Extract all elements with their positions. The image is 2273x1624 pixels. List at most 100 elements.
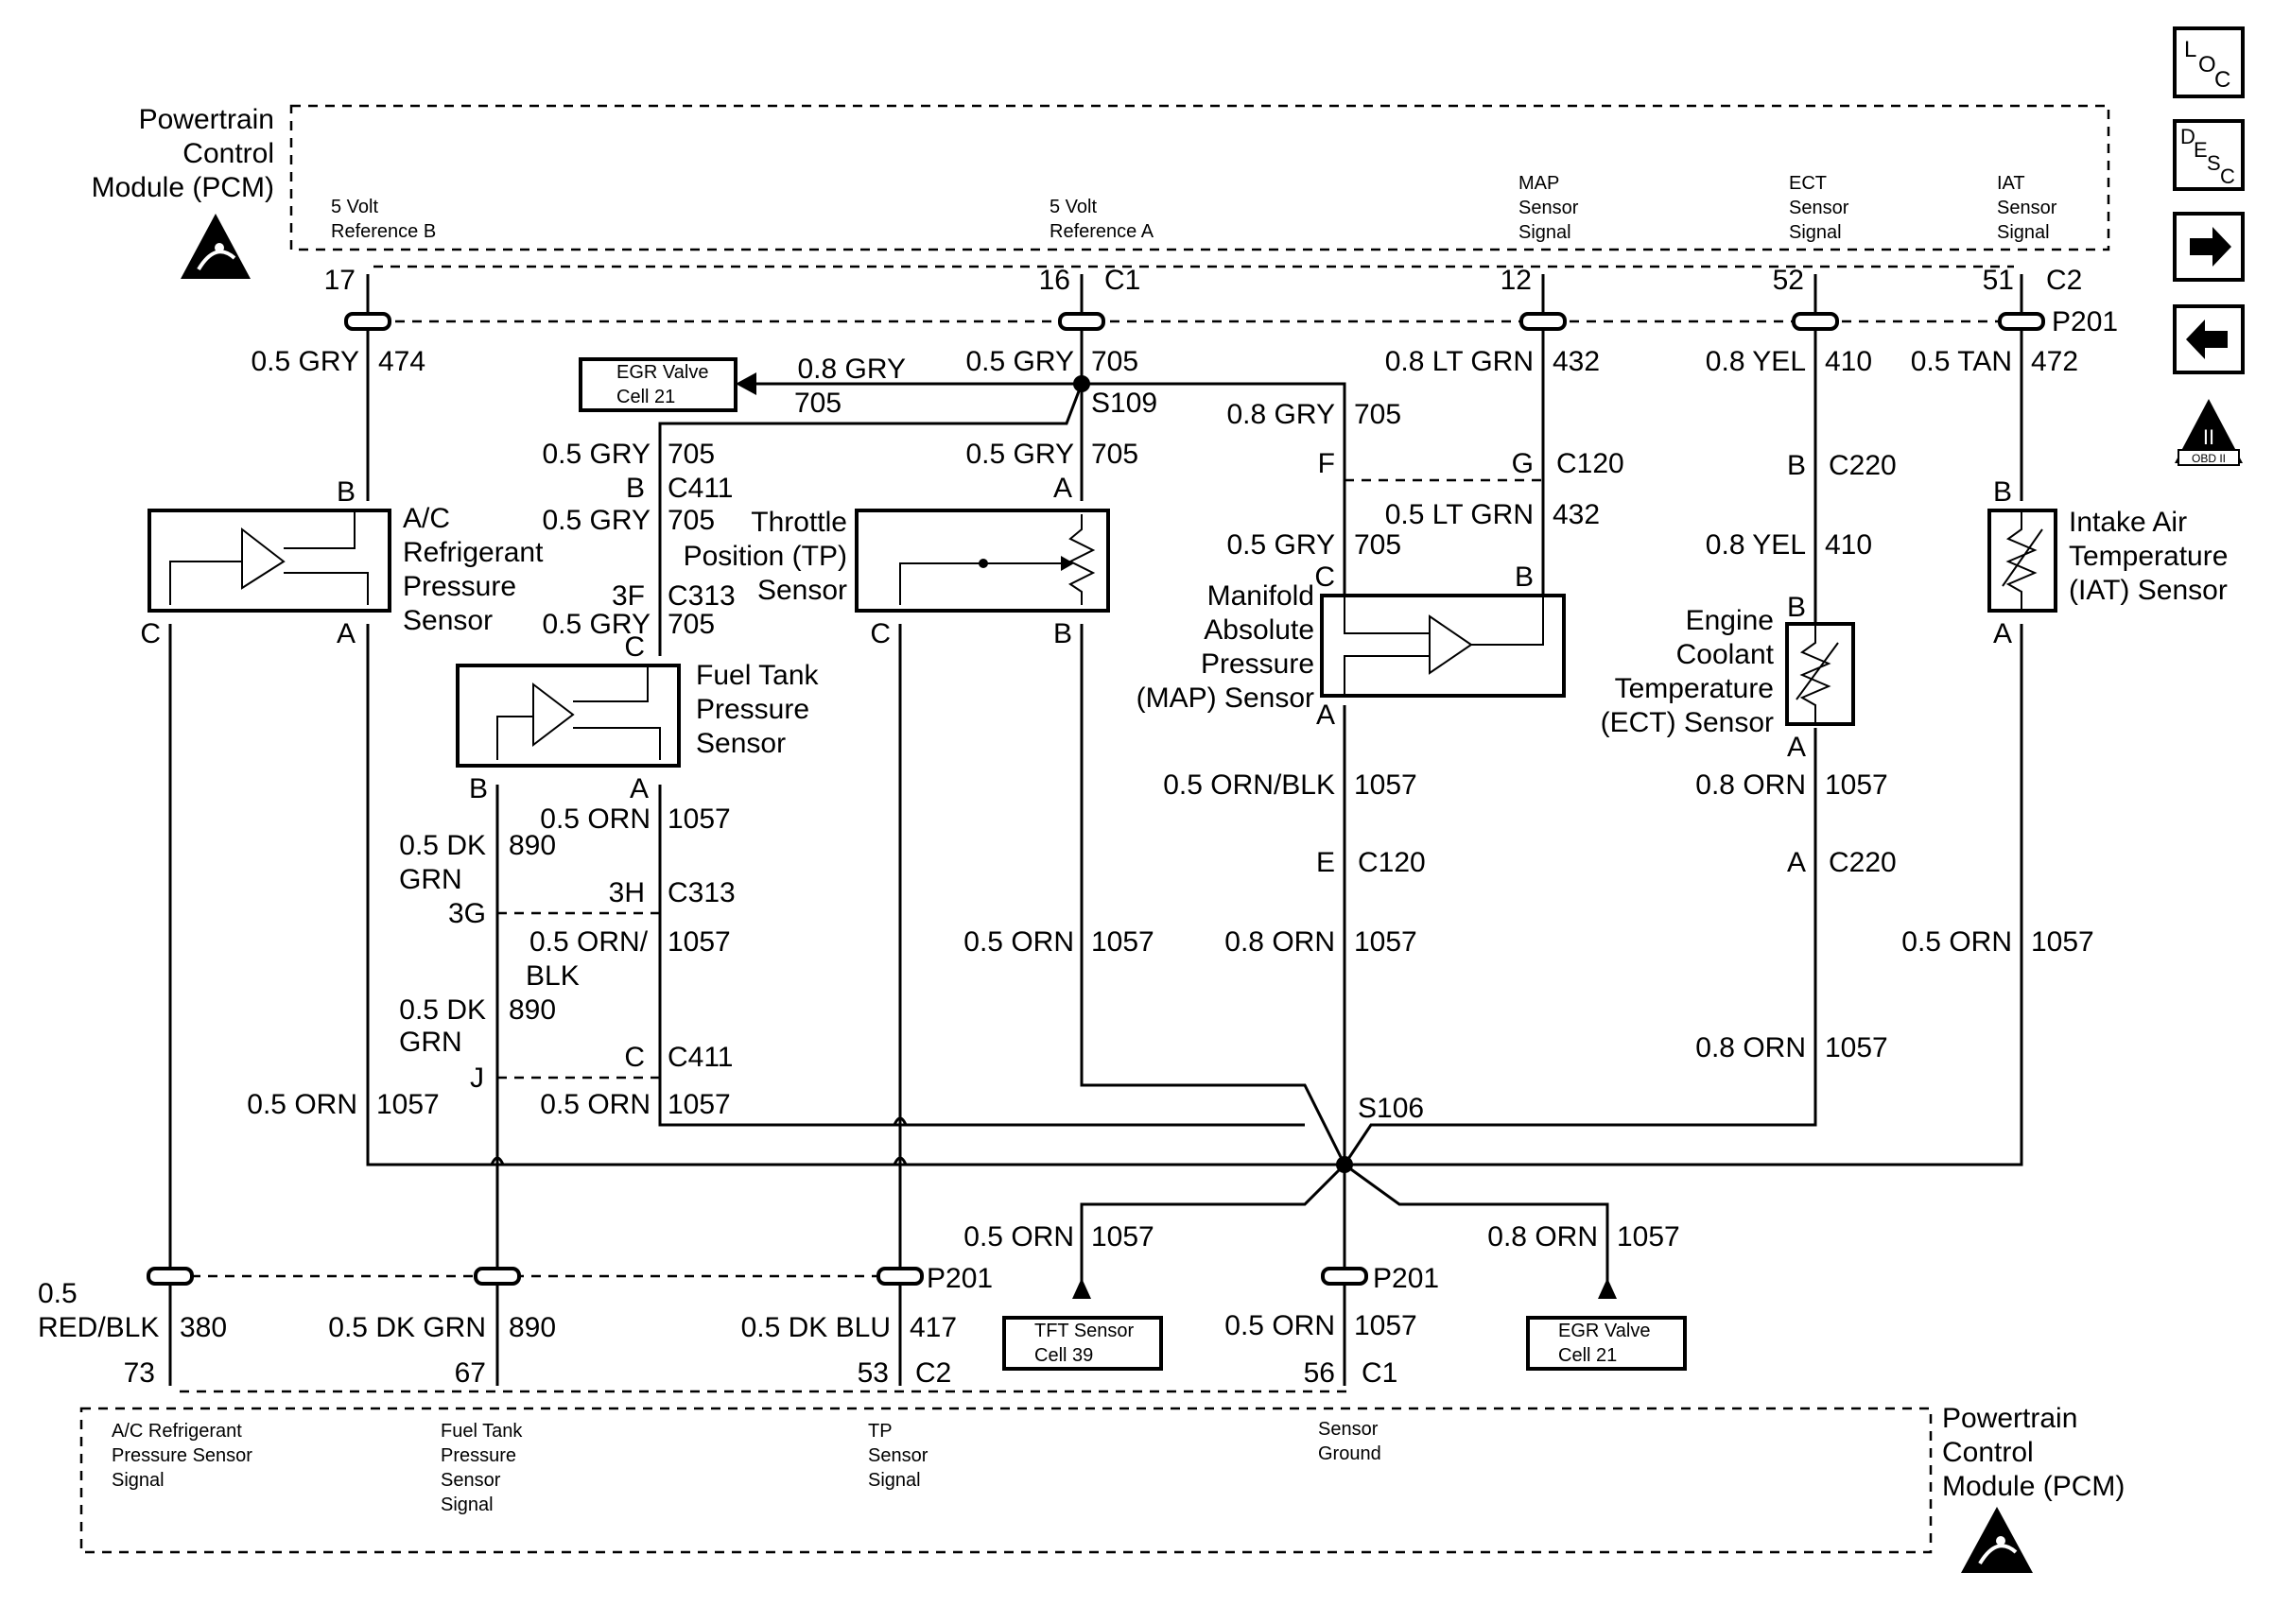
svg-text:1057: 1057 bbox=[668, 803, 731, 835]
svg-text:A: A bbox=[337, 618, 356, 649]
tp-label-3: Sensor bbox=[757, 575, 847, 606]
ect-label-4: (ECT) Sensor bbox=[1601, 707, 1774, 738]
svg-text:A: A bbox=[1787, 847, 1806, 878]
inline-connectors-bottom bbox=[147, 1267, 1368, 1286]
svg-text:3H: 3H bbox=[609, 877, 645, 908]
description-icon[interactable]: D E S C bbox=[2173, 119, 2245, 191]
pcm-bottom-title-3: Module (PCM) bbox=[1942, 1471, 2125, 1502]
svg-text:3F: 3F bbox=[612, 580, 645, 612]
svg-text:1057: 1057 bbox=[1091, 926, 1154, 958]
svg-text:0.8 ORN: 0.8 ORN bbox=[1487, 1221, 1598, 1253]
svg-text:B: B bbox=[1515, 561, 1534, 593]
svg-text:Sensor: Sensor bbox=[441, 1470, 501, 1491]
pcm-top-title-3: Module (PCM) bbox=[92, 172, 274, 203]
pcm-bottom-title-1: Powertrain bbox=[1942, 1403, 2077, 1434]
svg-text:EGR Valve: EGR Valve bbox=[1558, 1321, 1650, 1341]
fuel-tank-label-1: Fuel Tank bbox=[696, 660, 820, 691]
next-arrow-icon[interactable] bbox=[2173, 212, 2245, 282]
location-icon[interactable]: L O C bbox=[2173, 26, 2245, 98]
svg-text:0.5 TAN: 0.5 TAN bbox=[1911, 346, 2012, 377]
svg-text:0.5 DK: 0.5 DK bbox=[399, 830, 486, 861]
svg-text:C: C bbox=[624, 631, 645, 663]
svg-text:0.8 ORN: 0.8 ORN bbox=[1695, 769, 1806, 801]
svg-text:1057: 1057 bbox=[2031, 926, 2094, 958]
svg-text:GRN: GRN bbox=[399, 864, 462, 895]
svg-text:C: C bbox=[140, 618, 161, 649]
tft-sensor-ref[interactable]: TFT Sensor Cell 39 bbox=[1002, 1316, 1163, 1371]
svg-text:890: 890 bbox=[509, 994, 556, 1026]
inline-connectors-top bbox=[344, 312, 2045, 331]
prev-arrow-icon[interactable] bbox=[2173, 304, 2245, 374]
svg-text:0.8 GRY: 0.8 GRY bbox=[1226, 399, 1335, 430]
svg-text:Fuel Tank: Fuel Tank bbox=[441, 1421, 523, 1442]
svg-text:C313: C313 bbox=[668, 877, 736, 908]
svg-text:S109: S109 bbox=[1091, 388, 1157, 419]
pin-73: 73 bbox=[124, 1357, 155, 1389]
svg-text:S106: S106 bbox=[1358, 1093, 1424, 1124]
svg-text:A: A bbox=[630, 773, 649, 804]
pin-51: 51 bbox=[1983, 265, 2014, 296]
svg-text:0.8 YEL: 0.8 YEL bbox=[1706, 529, 1806, 561]
conn-c1-bottom: C1 bbox=[1362, 1357, 1397, 1389]
svg-text:Cell 39: Cell 39 bbox=[1034, 1345, 1093, 1366]
fuel-tank-pressure-sensor bbox=[456, 664, 681, 768]
ac-sensor-label-1: A/C bbox=[403, 503, 450, 534]
svg-text:Sensor: Sensor bbox=[1318, 1419, 1379, 1440]
svg-text:B: B bbox=[1787, 450, 1806, 481]
svg-text:B: B bbox=[1993, 476, 2012, 508]
egr-valve-ref-top[interactable]: EGR Valve Cell 21 bbox=[579, 357, 737, 412]
svg-text:B: B bbox=[1787, 592, 1806, 623]
svg-text:BLK: BLK bbox=[526, 960, 580, 992]
svg-text:C411: C411 bbox=[668, 473, 734, 504]
svg-text:0.8 ORN: 0.8 ORN bbox=[1695, 1032, 1806, 1063]
svg-text:B: B bbox=[469, 773, 488, 804]
tp-label-1: Throttle bbox=[751, 507, 847, 538]
svg-text:B: B bbox=[626, 473, 645, 504]
pin-label-iat-2: Sensor bbox=[1997, 198, 2057, 218]
ect-sensor bbox=[1785, 622, 1855, 726]
svg-text:0.5 GRY: 0.5 GRY bbox=[542, 609, 651, 640]
svg-text:705: 705 bbox=[668, 505, 715, 536]
svg-text:C411: C411 bbox=[668, 1042, 734, 1073]
svg-text:0.8 GRY: 0.8 GRY bbox=[797, 354, 906, 385]
svg-text:0.5 DK BLU: 0.5 DK BLU bbox=[741, 1312, 891, 1343]
svg-text:C: C bbox=[1314, 561, 1335, 593]
svg-text:O: O bbox=[2198, 52, 2216, 78]
svg-text:705: 705 bbox=[668, 439, 715, 470]
svg-text:417: 417 bbox=[910, 1312, 957, 1343]
svg-text:1057: 1057 bbox=[376, 1089, 440, 1120]
svg-text:0.5 ORN: 0.5 ORN bbox=[963, 1221, 1074, 1253]
conn-p201-bottom-right: P201 bbox=[1373, 1263, 1439, 1294]
pcm-top-title-2: Control bbox=[182, 138, 274, 169]
pcm-top-outline bbox=[289, 104, 2110, 251]
svg-text:705: 705 bbox=[1354, 399, 1401, 430]
throttle-position-sensor bbox=[855, 509, 1110, 613]
svg-text:B: B bbox=[337, 476, 356, 508]
egr-valve-ref-bottom[interactable]: EGR Valve Cell 21 bbox=[1526, 1316, 1687, 1371]
svg-text:Pressure: Pressure bbox=[441, 1445, 516, 1466]
svg-text:410: 410 bbox=[1825, 529, 1872, 561]
svg-text:OBD II: OBD II bbox=[2192, 452, 2226, 465]
pcm-top: Powertrain Control Module (PCM) 5 Volt R… bbox=[92, 104, 2110, 296]
svg-text:A: A bbox=[1993, 618, 2012, 649]
pin-label-5v-ref-b-2: Reference B bbox=[331, 221, 436, 242]
pcm-bottom-outline bbox=[79, 1407, 1933, 1554]
conn-c2-top: C2 bbox=[2046, 265, 2082, 296]
svg-text:A: A bbox=[1787, 732, 1806, 763]
iat-label-2: Temperature bbox=[2069, 541, 2228, 572]
svg-text:1057: 1057 bbox=[1825, 769, 1888, 801]
conn-p201-bottom-left: P201 bbox=[927, 1263, 993, 1294]
svg-text:1057: 1057 bbox=[668, 1089, 731, 1120]
svg-text:474: 474 bbox=[378, 346, 425, 377]
svg-text:0.5 ORN: 0.5 ORN bbox=[540, 1089, 651, 1120]
svg-text:0.5 ORN: 0.5 ORN bbox=[1224, 1310, 1335, 1341]
svg-text:A/C Refrigerant: A/C Refrigerant bbox=[112, 1421, 242, 1442]
svg-text:Sensor: Sensor bbox=[868, 1445, 928, 1466]
svg-text:0.5 ORN/: 0.5 ORN/ bbox=[529, 926, 649, 958]
splice-s109 bbox=[1073, 375, 1090, 392]
pin-label-ect-3: Signal bbox=[1789, 222, 1842, 243]
pin-label-5v-ref-b-1: 5 Volt bbox=[331, 197, 378, 217]
ac-sensor-label-2: Refrigerant bbox=[403, 537, 544, 568]
svg-text:432: 432 bbox=[1553, 346, 1600, 377]
svg-text:0.5 GRY: 0.5 GRY bbox=[1226, 529, 1335, 561]
